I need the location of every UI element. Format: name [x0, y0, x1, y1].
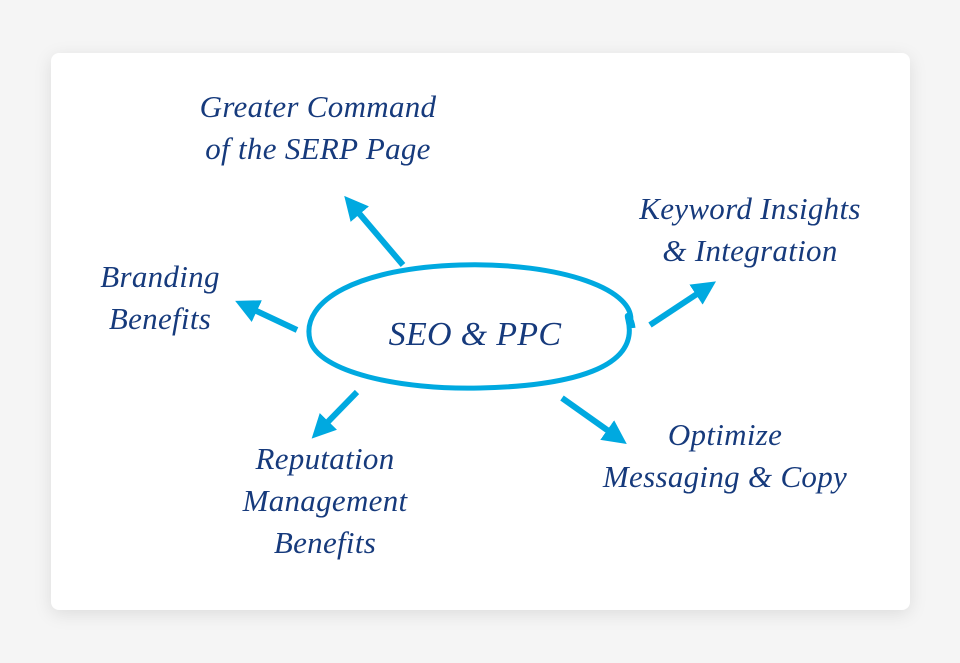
arrow-branding — [235, 300, 299, 333]
node-line: & Integration — [662, 233, 838, 268]
node-line: of the SERP Page — [205, 131, 431, 166]
center-label: SEO & PPC — [388, 316, 562, 353]
node-line: Branding — [100, 259, 220, 294]
node-line: Greater Command — [199, 89, 437, 124]
arrow-keyword — [648, 281, 717, 328]
node-line: Benefits — [108, 301, 212, 336]
node-line: Management — [242, 483, 408, 518]
arrow-reputation — [311, 389, 360, 439]
center-ellipse — [306, 262, 636, 391]
node-optimize: Optimize Messaging & Copy — [580, 414, 870, 498]
node-line: Optimize — [667, 417, 783, 452]
node-reputation: Reputation Management Benefits — [210, 438, 440, 564]
node-line: Benefits — [273, 525, 377, 560]
arrow-serp — [344, 195, 406, 267]
node-branding: Branding Benefits — [75, 256, 245, 340]
node-keyword: Keyword Insights & Integration — [610, 188, 890, 272]
arrow-optimize — [560, 395, 627, 444]
node-line: Reputation — [255, 441, 395, 476]
node-line: Messaging & Copy — [602, 459, 848, 494]
node-line: Keyword Insights — [639, 191, 861, 226]
diagram-card — [51, 53, 910, 610]
node-serp: Greater Command of the SERP Page — [168, 86, 468, 170]
